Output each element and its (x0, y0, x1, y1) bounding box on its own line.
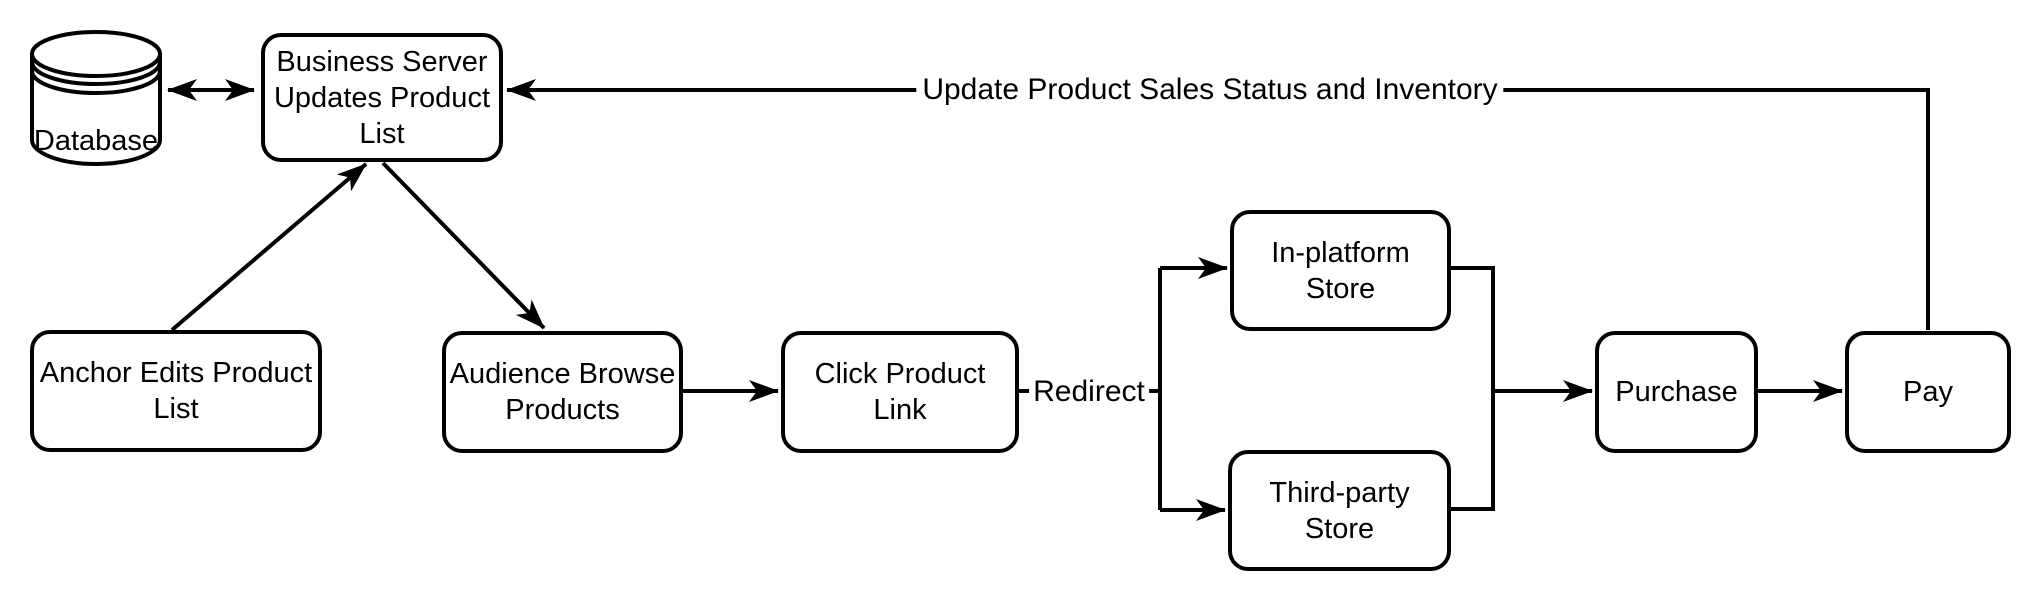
edge-label-update-inventory: Update Product Sales Status and Inventor… (916, 72, 1504, 108)
edge-label-redirect: Redirect (1029, 374, 1149, 410)
node-pay-label: Pay (1903, 376, 1953, 408)
edge-thirdparty-merge (1451, 391, 1495, 511)
node-business-server: Business Server Updates Product List (261, 33, 503, 162)
node-anchor-edits-product-list: Anchor Edits Product List (30, 330, 322, 452)
node-thirdparty-label: Third-party Store (1269, 476, 1410, 545)
node-inplatform-label: In-platform Store (1271, 236, 1410, 305)
node-business-server-label: Business Server Updates Product List (273, 45, 490, 150)
node-anchor-label: Anchor Edits Product List (39, 357, 313, 425)
node-click-label: Click Product Link (814, 358, 986, 426)
node-audience-browse-products: Audience Browse Products (442, 331, 683, 453)
node-purchase: Purchase (1595, 331, 1758, 453)
node-third-party-store: Third-party Store (1228, 450, 1451, 571)
edge-business-server-audience (381, 161, 546, 330)
edge-pay-business-server (506, 79, 1930, 330)
database-cylinder-icon (30, 30, 162, 166)
edge-inplatform-merge (1451, 266, 1495, 391)
edge-anchor-business-server (170, 162, 368, 332)
node-click-product-link: Click Product Link (781, 331, 1019, 453)
node-purchase-label: Purchase (1615, 376, 1738, 408)
node-in-platform-store: In-platform Store (1230, 210, 1451, 331)
node-pay: Pay (1845, 331, 2011, 453)
node-audience-label: Audience Browse Products (449, 358, 676, 426)
node-database-label: Database (33, 125, 159, 157)
node-database: Database (28, 28, 164, 168)
